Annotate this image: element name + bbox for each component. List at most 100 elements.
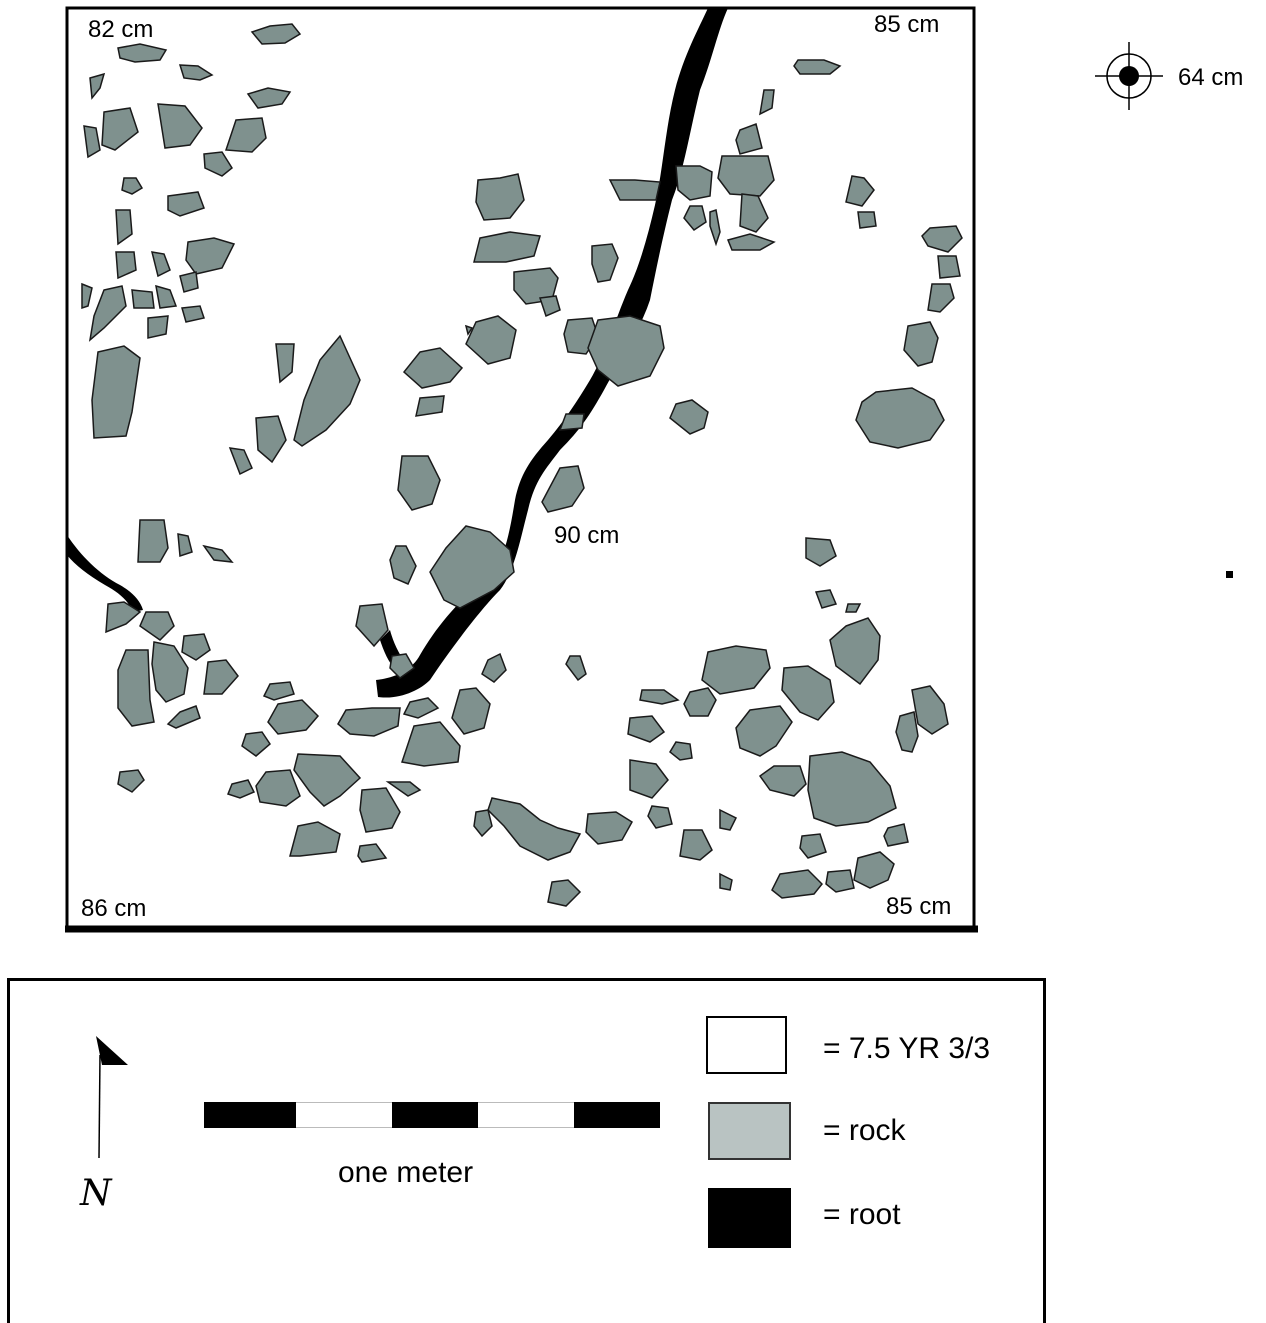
rock <box>807 751 897 827</box>
rock <box>181 305 205 323</box>
rock <box>591 243 619 283</box>
rock <box>179 271 199 293</box>
rock <box>709 209 721 247</box>
rock <box>481 652 507 683</box>
rock <box>117 43 168 63</box>
corner-label-top-right: 85 cm <box>874 11 940 38</box>
rock <box>275 343 295 384</box>
rock <box>131 289 155 309</box>
rock <box>669 399 709 435</box>
rock <box>81 282 93 310</box>
rock <box>927 283 955 313</box>
rock <box>293 334 361 447</box>
rock <box>139 611 175 641</box>
legend-swatch-rock <box>708 1102 791 1160</box>
scale-seg <box>296 1102 392 1128</box>
rock <box>735 123 763 155</box>
rock <box>679 829 713 861</box>
rock <box>115 209 133 246</box>
rock <box>669 741 693 761</box>
rock <box>246 87 292 109</box>
rock <box>91 345 141 439</box>
rock <box>289 821 341 857</box>
rock <box>793 59 842 75</box>
rock <box>121 177 144 195</box>
rock <box>101 107 139 151</box>
rock <box>337 707 401 737</box>
legend-swatch-soil <box>706 1016 787 1074</box>
rock <box>759 89 775 116</box>
rock <box>473 231 541 263</box>
rock <box>293 753 362 807</box>
rock <box>629 759 669 799</box>
rock <box>389 545 417 585</box>
rock <box>683 205 707 231</box>
legend-label-rock: = rock <box>823 1114 906 1147</box>
rock <box>227 779 256 799</box>
rock <box>250 23 302 45</box>
rock <box>627 715 666 743</box>
rock <box>758 765 807 797</box>
rock <box>547 879 582 907</box>
rock <box>565 655 587 682</box>
rock <box>799 833 827 859</box>
rock <box>267 699 320 735</box>
rock <box>203 659 239 695</box>
rock <box>429 525 515 609</box>
legend-swatch-root <box>708 1188 791 1248</box>
rock <box>451 687 491 735</box>
datum-label: 64 cm <box>1178 64 1244 91</box>
rock <box>771 869 824 899</box>
legend-label-soil: = 7.5 YR 3/3 <box>823 1032 991 1065</box>
rock <box>155 284 178 309</box>
rock <box>825 869 855 893</box>
rock <box>150 251 171 278</box>
rock <box>83 125 101 159</box>
rock <box>117 769 145 793</box>
rock <box>639 689 680 705</box>
rock <box>845 175 875 207</box>
rock <box>177 533 193 558</box>
rock <box>359 787 401 833</box>
rock <box>587 315 665 387</box>
rock <box>883 823 909 847</box>
rock <box>117 649 155 727</box>
corner-label-bottom-right: 85 cm <box>886 893 952 920</box>
rock <box>829 617 881 686</box>
rock <box>202 544 234 563</box>
rock <box>608 179 661 201</box>
rock <box>647 805 673 829</box>
rock <box>147 315 169 339</box>
rock <box>895 711 919 753</box>
rock <box>911 685 949 735</box>
rock <box>157 103 203 149</box>
rock <box>255 415 287 464</box>
datum-marker-icon <box>1095 42 1163 110</box>
rock <box>185 237 236 275</box>
rock <box>585 811 634 845</box>
rock <box>402 697 440 719</box>
scale-seg <box>392 1102 478 1128</box>
excavation-plan-map <box>65 6 1233 933</box>
rock <box>701 645 771 695</box>
rock <box>853 851 895 889</box>
rock <box>224 117 267 153</box>
rock <box>166 705 201 729</box>
scale-label: one meter <box>338 1156 474 1189</box>
rock <box>937 255 961 279</box>
rock <box>719 808 738 831</box>
rock-group <box>81 23 963 907</box>
rock <box>781 665 835 721</box>
rock <box>855 387 945 449</box>
rock <box>203 151 233 177</box>
rock <box>845 603 862 613</box>
stray-mark <box>1226 571 1233 578</box>
north-label: N <box>80 1173 112 1214</box>
corner-label-top-left: 82 cm <box>88 16 154 43</box>
rock <box>355 603 389 648</box>
rock <box>389 653 415 679</box>
rock <box>228 447 253 476</box>
corner-label-bottom-left: 86 cm <box>81 895 147 922</box>
rock <box>115 251 137 280</box>
rock <box>89 72 106 100</box>
